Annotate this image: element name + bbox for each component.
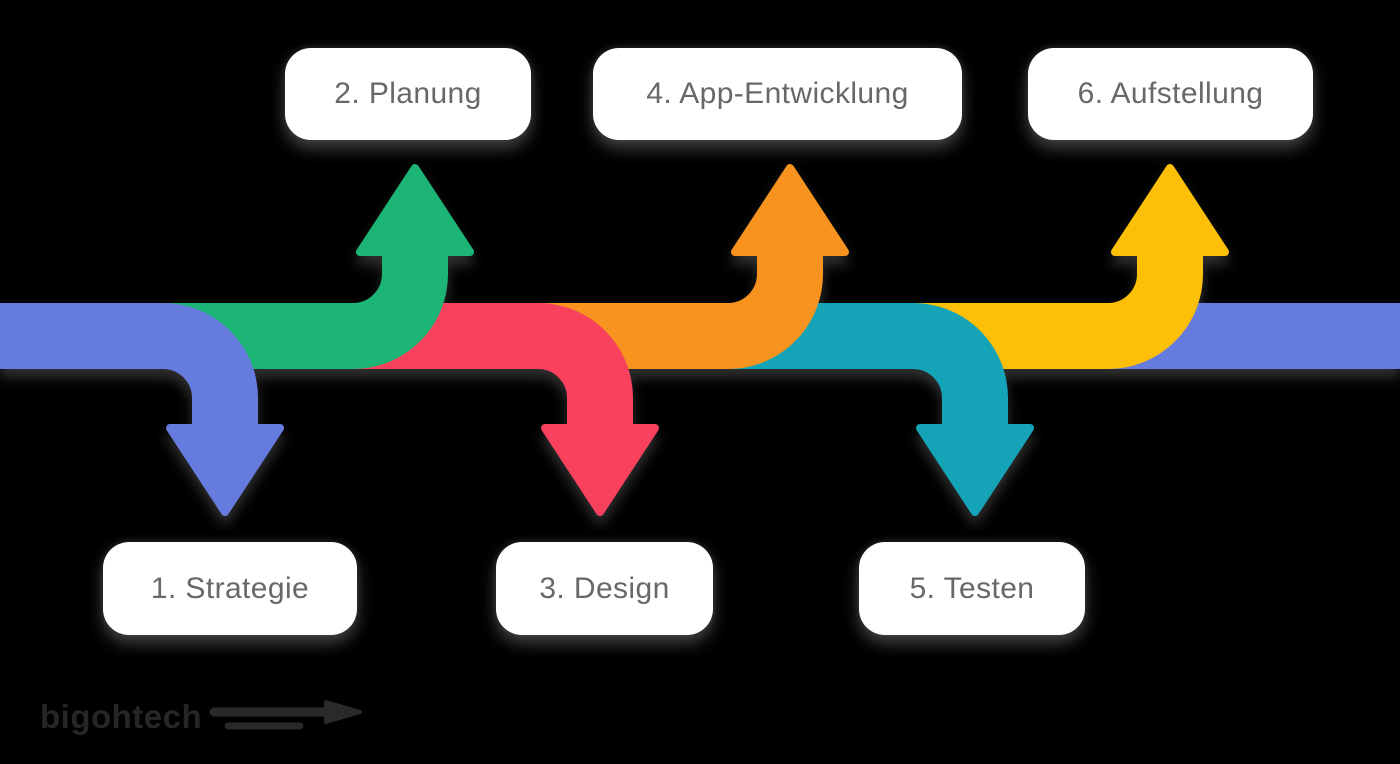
arrowhead-up-icon <box>356 164 474 256</box>
step-label: 6. Aufstellung <box>1077 77 1264 110</box>
step-label: 3. Design <box>539 571 670 605</box>
arrowhead-down-icon <box>166 424 284 516</box>
arrow-aufstellung <box>890 164 1229 369</box>
arrow-swoosh-icon <box>209 700 363 730</box>
step-label-box-strategie: 1. Strategie <box>103 542 357 635</box>
step-label: 5. Testen <box>909 571 1035 605</box>
arrow-planung <box>140 164 474 369</box>
arrowhead-down-icon <box>916 424 1034 516</box>
arrow-design <box>330 303 659 516</box>
arrowhead-up-icon <box>731 164 849 256</box>
step-label-box-app-entwicklung: 4. App-Entwicklung <box>593 48 962 140</box>
step-label: 1. Strategie <box>150 571 310 605</box>
step-label-box-design: 3. Design <box>496 542 713 635</box>
logo: bigohtech <box>40 694 368 740</box>
step-label-box-testen: 5. Testen <box>859 542 1085 635</box>
step-label: 4. App-Entwicklung <box>646 77 909 110</box>
step-label: 2. Planung <box>334 77 482 110</box>
arrow-app-entwicklung <box>515 164 849 369</box>
step-label-box-planung: 2. Planung <box>285 48 531 140</box>
step-label-box-aufstellung: 6. Aufstellung <box>1028 48 1313 140</box>
arrowhead-up-icon <box>1111 164 1229 256</box>
logo-text: bigohtech <box>40 698 203 735</box>
arrowhead-down-icon <box>541 424 659 516</box>
arrow-strategie <box>0 303 284 516</box>
arrow-testen <box>705 303 1034 516</box>
